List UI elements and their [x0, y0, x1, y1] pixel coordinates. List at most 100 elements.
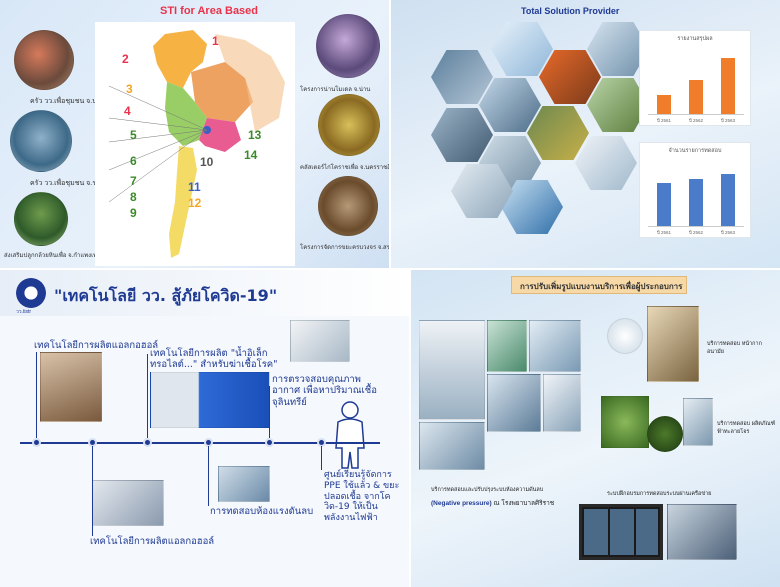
panel-covid-tech: วว.tistr "เทคโนโลยี วว. สู้ภัยโควิด-19" … — [0, 270, 409, 587]
map-marker-1: 1 — [212, 34, 219, 48]
timeline-stem-4 — [208, 446, 209, 506]
hex-photo-2 — [539, 50, 601, 104]
panel-tl-title: STI for Area Based — [160, 5, 259, 17]
caption-negative-pressure-rest: ณ โรงพยาบาลศิริราช — [491, 500, 555, 507]
hex-photo-5 — [479, 78, 541, 132]
caption-banana-planting: ส่งเสริมปลูกกล้วยหินเพื่อ จ.กำแพงเพชร — [4, 253, 105, 259]
timeline-item-alcohol-top: เทคโนโลยีการผลิตแอลกอฮอล์ — [34, 340, 159, 351]
chart0-bar-2 — [720, 57, 736, 114]
chart-summary: รายงานสรุปผล ปี 2561 ปี 2562 ปี 2563 — [639, 30, 751, 126]
timeline-stem-6 — [321, 446, 322, 470]
caption-online-training: ระบบฝึกอบรมการทดสอบระบบผ่านเครือข่าย — [607, 491, 712, 497]
map-marker-12: 12 — [188, 196, 202, 210]
chart0-bar-0 — [656, 95, 672, 114]
map-marker-7: 7 — [130, 174, 137, 188]
photo-online-session — [667, 504, 737, 560]
photo-lab-wide — [419, 422, 485, 470]
caption-nan-model: โครงการน่านโมเดล จ.น่าน — [300, 87, 371, 93]
photo-alcohol-equipment — [40, 352, 102, 422]
panel-br-title-box: การปรับเพิ่มรูปแบบงานบริการเพื่อผู้ประกอ… — [511, 276, 687, 294]
map-marker-9: 9 — [130, 206, 137, 220]
photo-mask-testing — [647, 306, 699, 382]
chart0-category-0: ปี 2561 — [656, 118, 672, 123]
timeline-line — [20, 442, 380, 444]
photo-rayong-kitchen — [10, 110, 72, 172]
photo-nan-kitchen — [14, 30, 74, 90]
photo-face-mask — [607, 318, 643, 354]
timeline-item-ppe-center: ศูนย์เรียนรู้จัดการ PPE ใช้แล้ว & ขยะปลอ… — [324, 470, 400, 524]
photo-herb-leaves — [601, 396, 649, 448]
chart0-category-1: ปี 2562 — [688, 118, 704, 123]
map-marker-14: 14 — [244, 148, 258, 162]
caption-rayong-kitchen: ครัว วว.เพื่อชุมชน จ.ระยอง — [30, 180, 112, 187]
map-marker-6: 6 — [130, 154, 137, 168]
photo-alcohol-bottles — [92, 480, 164, 526]
ppe-suit-svg — [335, 401, 365, 469]
photo-lab-equipment — [487, 374, 541, 432]
ppe-suit-illustration — [330, 400, 370, 470]
caption-nan-kitchen: ครัว วว.เพื่อชุมชน จ.น่าน — [30, 98, 106, 105]
photo-herb-lab — [683, 398, 713, 446]
hex-photo-7 — [431, 108, 493, 162]
panel-total-solution: Total Solution Provider รายงานสรุปผล ปี … — [391, 0, 780, 268]
thailand-map — [95, 22, 295, 266]
map-marker-8: 8 — [130, 190, 137, 204]
tistr-logo — [16, 278, 46, 308]
chart1-bar-0 — [656, 182, 672, 226]
caption-saraburi-waste: โครงการจัดการขยะครบวงจร จ.สระบุรี — [300, 245, 389, 251]
map-marker-3: 3 — [126, 82, 133, 96]
caption-herb-testing: บริการทดสอบ ผลิตภัณฑ์ฟ้าทะลายโจร — [717, 421, 776, 435]
timeline-item-alcohol-bottom: เทคโนโลยีการผลิตแอลกอฮอล์ — [90, 536, 215, 547]
chart-summary-title: รายงานสรุปผล — [677, 36, 713, 42]
caption-mask-testing: บริการทดสอบ หน้ากากอนามัย — [707, 341, 762, 355]
timeline-stem-5 — [269, 386, 270, 438]
chart0-bar-1 — [688, 80, 704, 114]
map-marker-2: 2 — [122, 52, 129, 66]
timeline-dot-3 — [143, 438, 152, 447]
chart1-bar-2 — [720, 173, 736, 226]
hex-photo-4 — [431, 50, 493, 104]
chart1-category-1: ปี 2562 — [688, 230, 704, 235]
photo-nan-model — [316, 14, 380, 78]
chart0-category-2: ปี 2563 — [720, 118, 736, 123]
map-marker-11: 11 — [188, 180, 201, 194]
timeline-item-negative-pressure: การทดสอบห้องแรงดันลบ — [210, 506, 314, 517]
hex-photo-1 — [491, 22, 553, 76]
bl-header-band — [0, 270, 409, 316]
photo-lab-technician-2 — [529, 320, 581, 372]
map-marker-13: 13 — [248, 128, 262, 142]
timeline-stem-3 — [147, 354, 148, 438]
caption-korat-chicken: คลัสเตอร์ไก่โคราชเพื่อ จ.นครราชสีมา — [300, 165, 389, 171]
chart1-category-2: ปี 2563 — [720, 230, 736, 235]
chart-test-items-title: จำนวนรายการทดสอบ — [668, 148, 722, 154]
photo-saraburi-waste — [318, 176, 378, 236]
photo-lab-tripod — [419, 320, 485, 420]
timeline-stem-2 — [92, 446, 93, 536]
map-marker-4: 4 — [124, 104, 131, 118]
chart-test-items-plot: ปี 2561 ปี 2562 ปี 2563 — [648, 157, 744, 235]
map-marker-10: 10 — [200, 155, 214, 169]
photo-air-quality-lab — [290, 320, 350, 362]
photo-tablet-conference — [579, 504, 663, 560]
map-marker-5: 5 — [130, 128, 137, 142]
timeline-item-electrolyte: เทคโนโลยีการผลิต "น้ำอิเล็กทรอไลต์..." ส… — [150, 348, 278, 371]
chart1-bar-1 — [688, 179, 704, 226]
caption-negative-pressure-2: (Negative pressure) ณ โรงพยาบาลศิริราช — [431, 498, 554, 508]
photo-korat-chicken — [318, 94, 380, 156]
photo-negative-pressure — [218, 466, 270, 502]
photo-herb-bowl — [647, 416, 683, 452]
chart-summary-plot: ปี 2561 ปี 2562 ปี 2563 — [648, 45, 744, 123]
photo-banana-planting — [14, 192, 68, 246]
panel-tr-title: Total Solution Provider — [521, 6, 620, 16]
timeline-item-air-quality: การตรวจสอบคุณภาพอากาศ เพื่อหาปริมาณเชื้อ… — [272, 374, 377, 408]
panel-service-improvement: การปรับเพิ่มรูปแบบงานบริการเพื่อผู้ประกอ… — [411, 270, 780, 587]
panel-bl-title: "เทคโนโลยี วว. สู้ภัยโควิด-19" — [54, 286, 278, 305]
chart1-category-0: ปี 2561 — [656, 230, 672, 235]
panel-br-title: การปรับเพิ่มรูปแบบงานบริการเพื่อผู้ประกอ… — [520, 282, 683, 291]
map-svg — [108, 30, 285, 258]
tistr-logo-label: วว.tistr — [16, 309, 32, 315]
caption-negative-pressure-bold: (Negative pressure) — [431, 500, 492, 507]
chart-test-items: จำนวนรายการทดสอบ ปี 2561 ปี 2562 ปี 2563 — [639, 142, 751, 238]
panel-sti-area-based: STI for Area Based ครัว วว.เพื่อชุมชน จ.… — [0, 0, 389, 268]
timeline-dot-5 — [265, 438, 274, 447]
